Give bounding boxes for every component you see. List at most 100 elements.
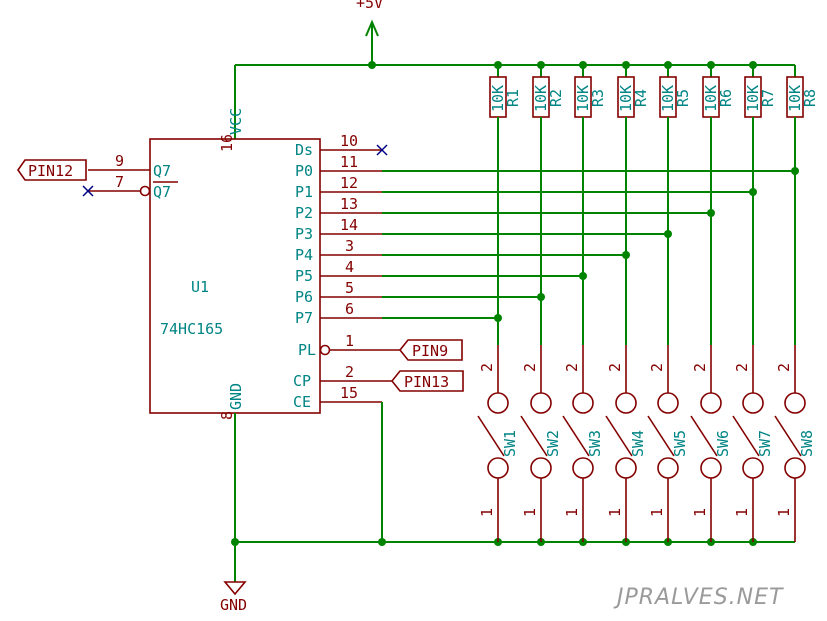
pin-p2: 13 P2 (295, 195, 711, 222)
resistor-value: 10K (489, 85, 507, 112)
resistor-ref: R4 (632, 89, 650, 107)
svg-text:P4: P4 (295, 246, 313, 264)
svg-text:Q7: Q7 (153, 183, 171, 201)
gnd-net (223, 413, 795, 596)
switch-ref: SW5 (671, 430, 689, 457)
svg-text:P6: P6 (295, 288, 313, 306)
switch-sw6: 2 1 SW6 (690, 345, 732, 542)
resistor-ref: R5 (674, 89, 692, 107)
switch-ref: SW2 (544, 430, 562, 457)
pin-p6: 5 P6 (295, 279, 541, 306)
pin-p0: 11 P0 (295, 153, 795, 180)
switch-pin-top: 2 (606, 363, 624, 372)
pin12-net-label: PIN12 (17, 159, 87, 181)
svg-text:PIN9: PIN9 (412, 342, 448, 360)
resistor-ref: R2 (547, 89, 565, 107)
switch-ref: SW6 (714, 430, 732, 457)
svg-text:11: 11 (340, 153, 358, 171)
pin-q7-inverted: 7 Q7 (82, 173, 178, 201)
switch-pin-bottom: 1 (606, 508, 624, 517)
switch-ref: SW3 (586, 430, 604, 457)
resistor-value: 10K (659, 85, 677, 112)
vcc-pin-name: VCC (227, 108, 245, 135)
no-connect-q7-inverted-icon (82, 185, 94, 197)
resistor-ref: R1 (504, 89, 522, 107)
svg-text:P5: P5 (295, 267, 313, 285)
pin-q7: 9 Q7 (88, 152, 171, 180)
switch-sw2: 2 1 SW2 (520, 345, 562, 542)
svg-text:PIN12: PIN12 (28, 162, 73, 180)
switch-pin-bottom: 1 (648, 508, 666, 517)
ic-ref: U1 (191, 278, 209, 296)
svg-text:CP: CP (293, 372, 311, 390)
svg-text:Q7: Q7 (153, 162, 171, 180)
switch-ref: SW7 (756, 430, 774, 457)
svg-text:P0: P0 (295, 162, 313, 180)
ic-part: 74HC165 (160, 320, 223, 338)
switch-pin-top: 2 (521, 363, 539, 372)
switch-pin-bottom: 1 (478, 508, 496, 517)
svg-text:2: 2 (345, 363, 354, 381)
svg-text:14: 14 (340, 216, 358, 234)
switch-ref: SW1 (501, 430, 519, 457)
svg-text:10: 10 (340, 132, 358, 150)
svg-text:1: 1 (345, 332, 354, 350)
pin-p3: 14 P3 (295, 216, 668, 243)
svg-text:P7: P7 (295, 309, 313, 327)
watermark: JPRALVES.NET (613, 585, 784, 610)
switch-pin-bottom: 1 (521, 508, 539, 517)
pin-p4: 3 P4 (295, 237, 626, 264)
vcc-label: +5V (356, 0, 383, 12)
svg-text:P3: P3 (295, 225, 313, 243)
pin-p7: 6 P7 (295, 300, 498, 327)
svg-text:CE: CE (293, 393, 311, 411)
pin-pl: 1 PL (298, 332, 400, 359)
resistor-value: 10K (786, 85, 804, 112)
svg-text:9: 9 (115, 152, 124, 170)
pin9-net-label: PIN9 (398, 339, 463, 361)
gnd-pin-name: GND (227, 383, 245, 410)
svg-text:5: 5 (345, 279, 354, 297)
gnd-pin-number: 8 (218, 411, 236, 420)
switch-pin-top: 2 (563, 363, 581, 372)
svg-text:7: 7 (115, 173, 124, 191)
switch-pin-top: 2 (691, 363, 709, 372)
pin-ce: 15 CE (293, 384, 383, 542)
no-connect-ds-icon (376, 144, 388, 156)
switch-pin-top: 2 (648, 363, 666, 372)
resistor-ref: R8 (801, 89, 819, 107)
resistor-ref: R6 (717, 89, 735, 107)
svg-text:P1: P1 (295, 183, 313, 201)
vcc-arrow-icon (365, 19, 379, 37)
resistor-ref: R3 (589, 89, 607, 107)
switch-pin-top: 2 (775, 363, 793, 372)
gnd-label: GND (220, 596, 247, 614)
switch-pin-bottom: 1 (691, 508, 709, 517)
pin13-net-label: PIN13 (390, 370, 464, 392)
svg-text:13: 13 (340, 195, 358, 213)
svg-text:6: 6 (345, 300, 354, 318)
resistor-value: 10K (744, 85, 762, 112)
gnd-symbol-icon (223, 581, 247, 596)
svg-text:3: 3 (345, 237, 354, 255)
svg-text:PIN13: PIN13 (404, 373, 449, 391)
switch-pin-top: 2 (733, 363, 751, 372)
svg-text:Ds: Ds (295, 141, 313, 159)
resistor-value: 10K (532, 85, 550, 112)
